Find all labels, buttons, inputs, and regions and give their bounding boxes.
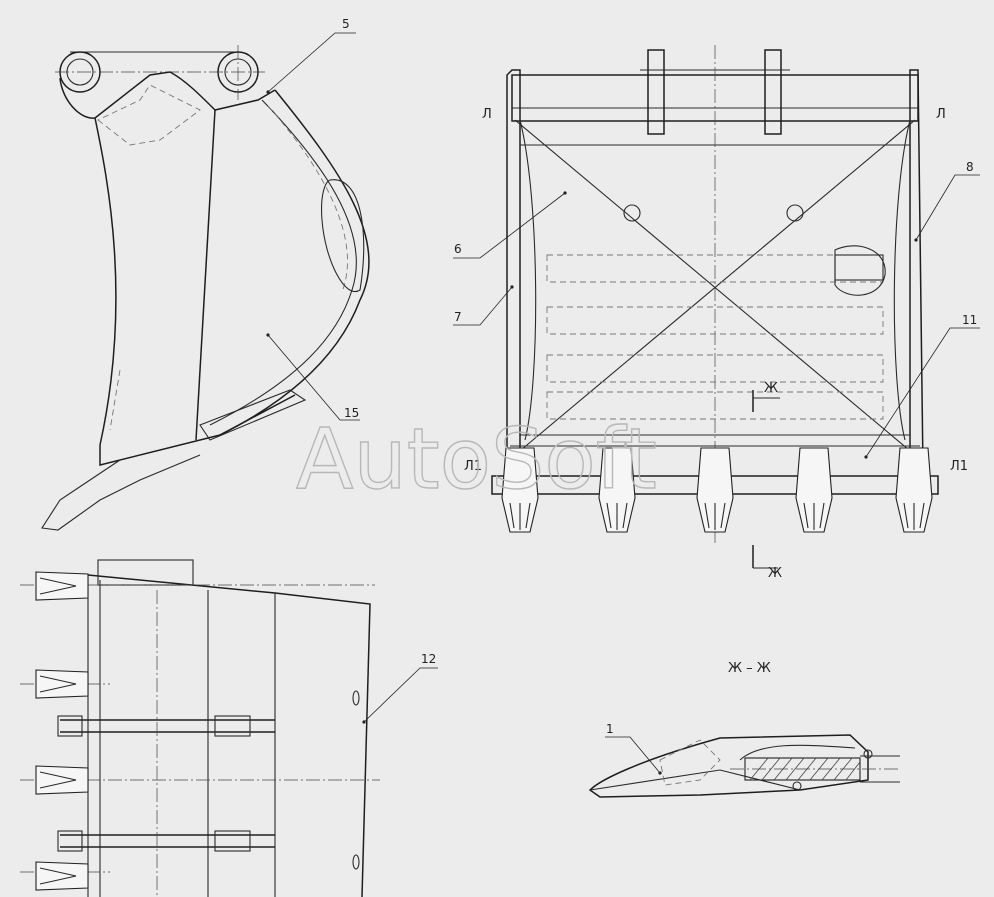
section-mark-top: Ж [764, 381, 778, 396]
callout-8: 8 [966, 160, 974, 174]
callout-7: 7 [454, 310, 462, 324]
plan-teeth [35, 571, 89, 891]
front-teeth [501, 447, 933, 533]
watermark: AutoSoft [296, 410, 657, 508]
mark-l-right: Л [936, 107, 946, 122]
callout-11: 11 [962, 313, 977, 327]
leader-6 [453, 192, 566, 259]
callout-1: 1 [606, 722, 614, 736]
bucket-front-view: 6 7 8 11 Л Л Л1 Л1 Ж Ж [453, 45, 980, 581]
leader-15 [267, 334, 360, 421]
leader-12 [363, 667, 438, 723]
leader-8 [915, 174, 980, 241]
section-zh-zh: Ж – Ж 1 [588, 661, 900, 798]
mark-l1-left: Л1 [464, 459, 482, 474]
tooth-section [588, 734, 869, 798]
callout-5: 5 [342, 17, 350, 31]
lug-left [647, 49, 665, 135]
leader-11 [865, 327, 980, 458]
mark-l-left: Л [482, 107, 492, 122]
bucket-side-view: 5 15 [41, 17, 370, 531]
bucket-plan-view: 12 [20, 559, 438, 897]
mark-l1-right: Л1 [950, 459, 968, 474]
leader-1 [605, 736, 661, 774]
callout-15: 15 [344, 406, 359, 420]
side-plate-right [909, 69, 924, 471]
leader-5 [267, 32, 356, 93]
leader-7 [453, 286, 513, 326]
section-title: Ж – Ж [728, 661, 771, 676]
callout-12: 12 [421, 652, 436, 666]
callout-6: 6 [454, 242, 462, 256]
section-mark-bottom: Ж [768, 566, 782, 581]
lug-right [764, 49, 782, 135]
